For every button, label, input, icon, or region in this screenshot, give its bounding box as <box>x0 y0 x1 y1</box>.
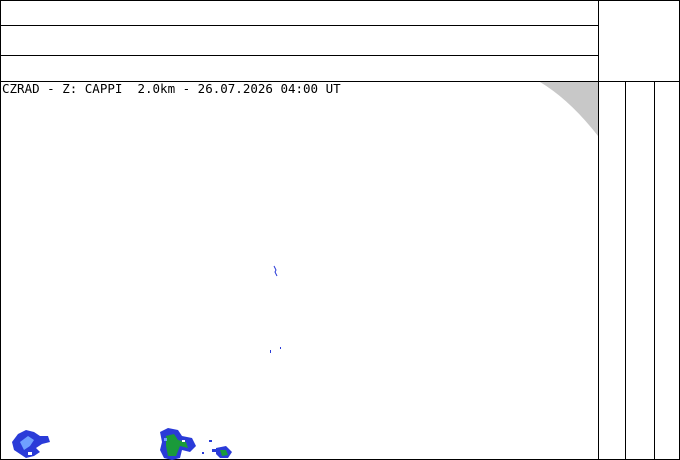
echo-speck <box>270 350 271 353</box>
echo-speck <box>280 347 281 349</box>
radar-map[interactable] <box>0 81 599 460</box>
radar-product-title: CZRAD - Z: CAPPI 2.0km - 26.07.2026 04:0… <box>2 81 341 96</box>
echo-cluster-west <box>12 430 50 458</box>
echo-cluster-east <box>202 440 232 458</box>
echo-speck <box>273 265 278 277</box>
header-row-2 <box>0 25 599 56</box>
coverage-mask <box>540 82 598 136</box>
echo-cluster-central <box>160 428 196 460</box>
